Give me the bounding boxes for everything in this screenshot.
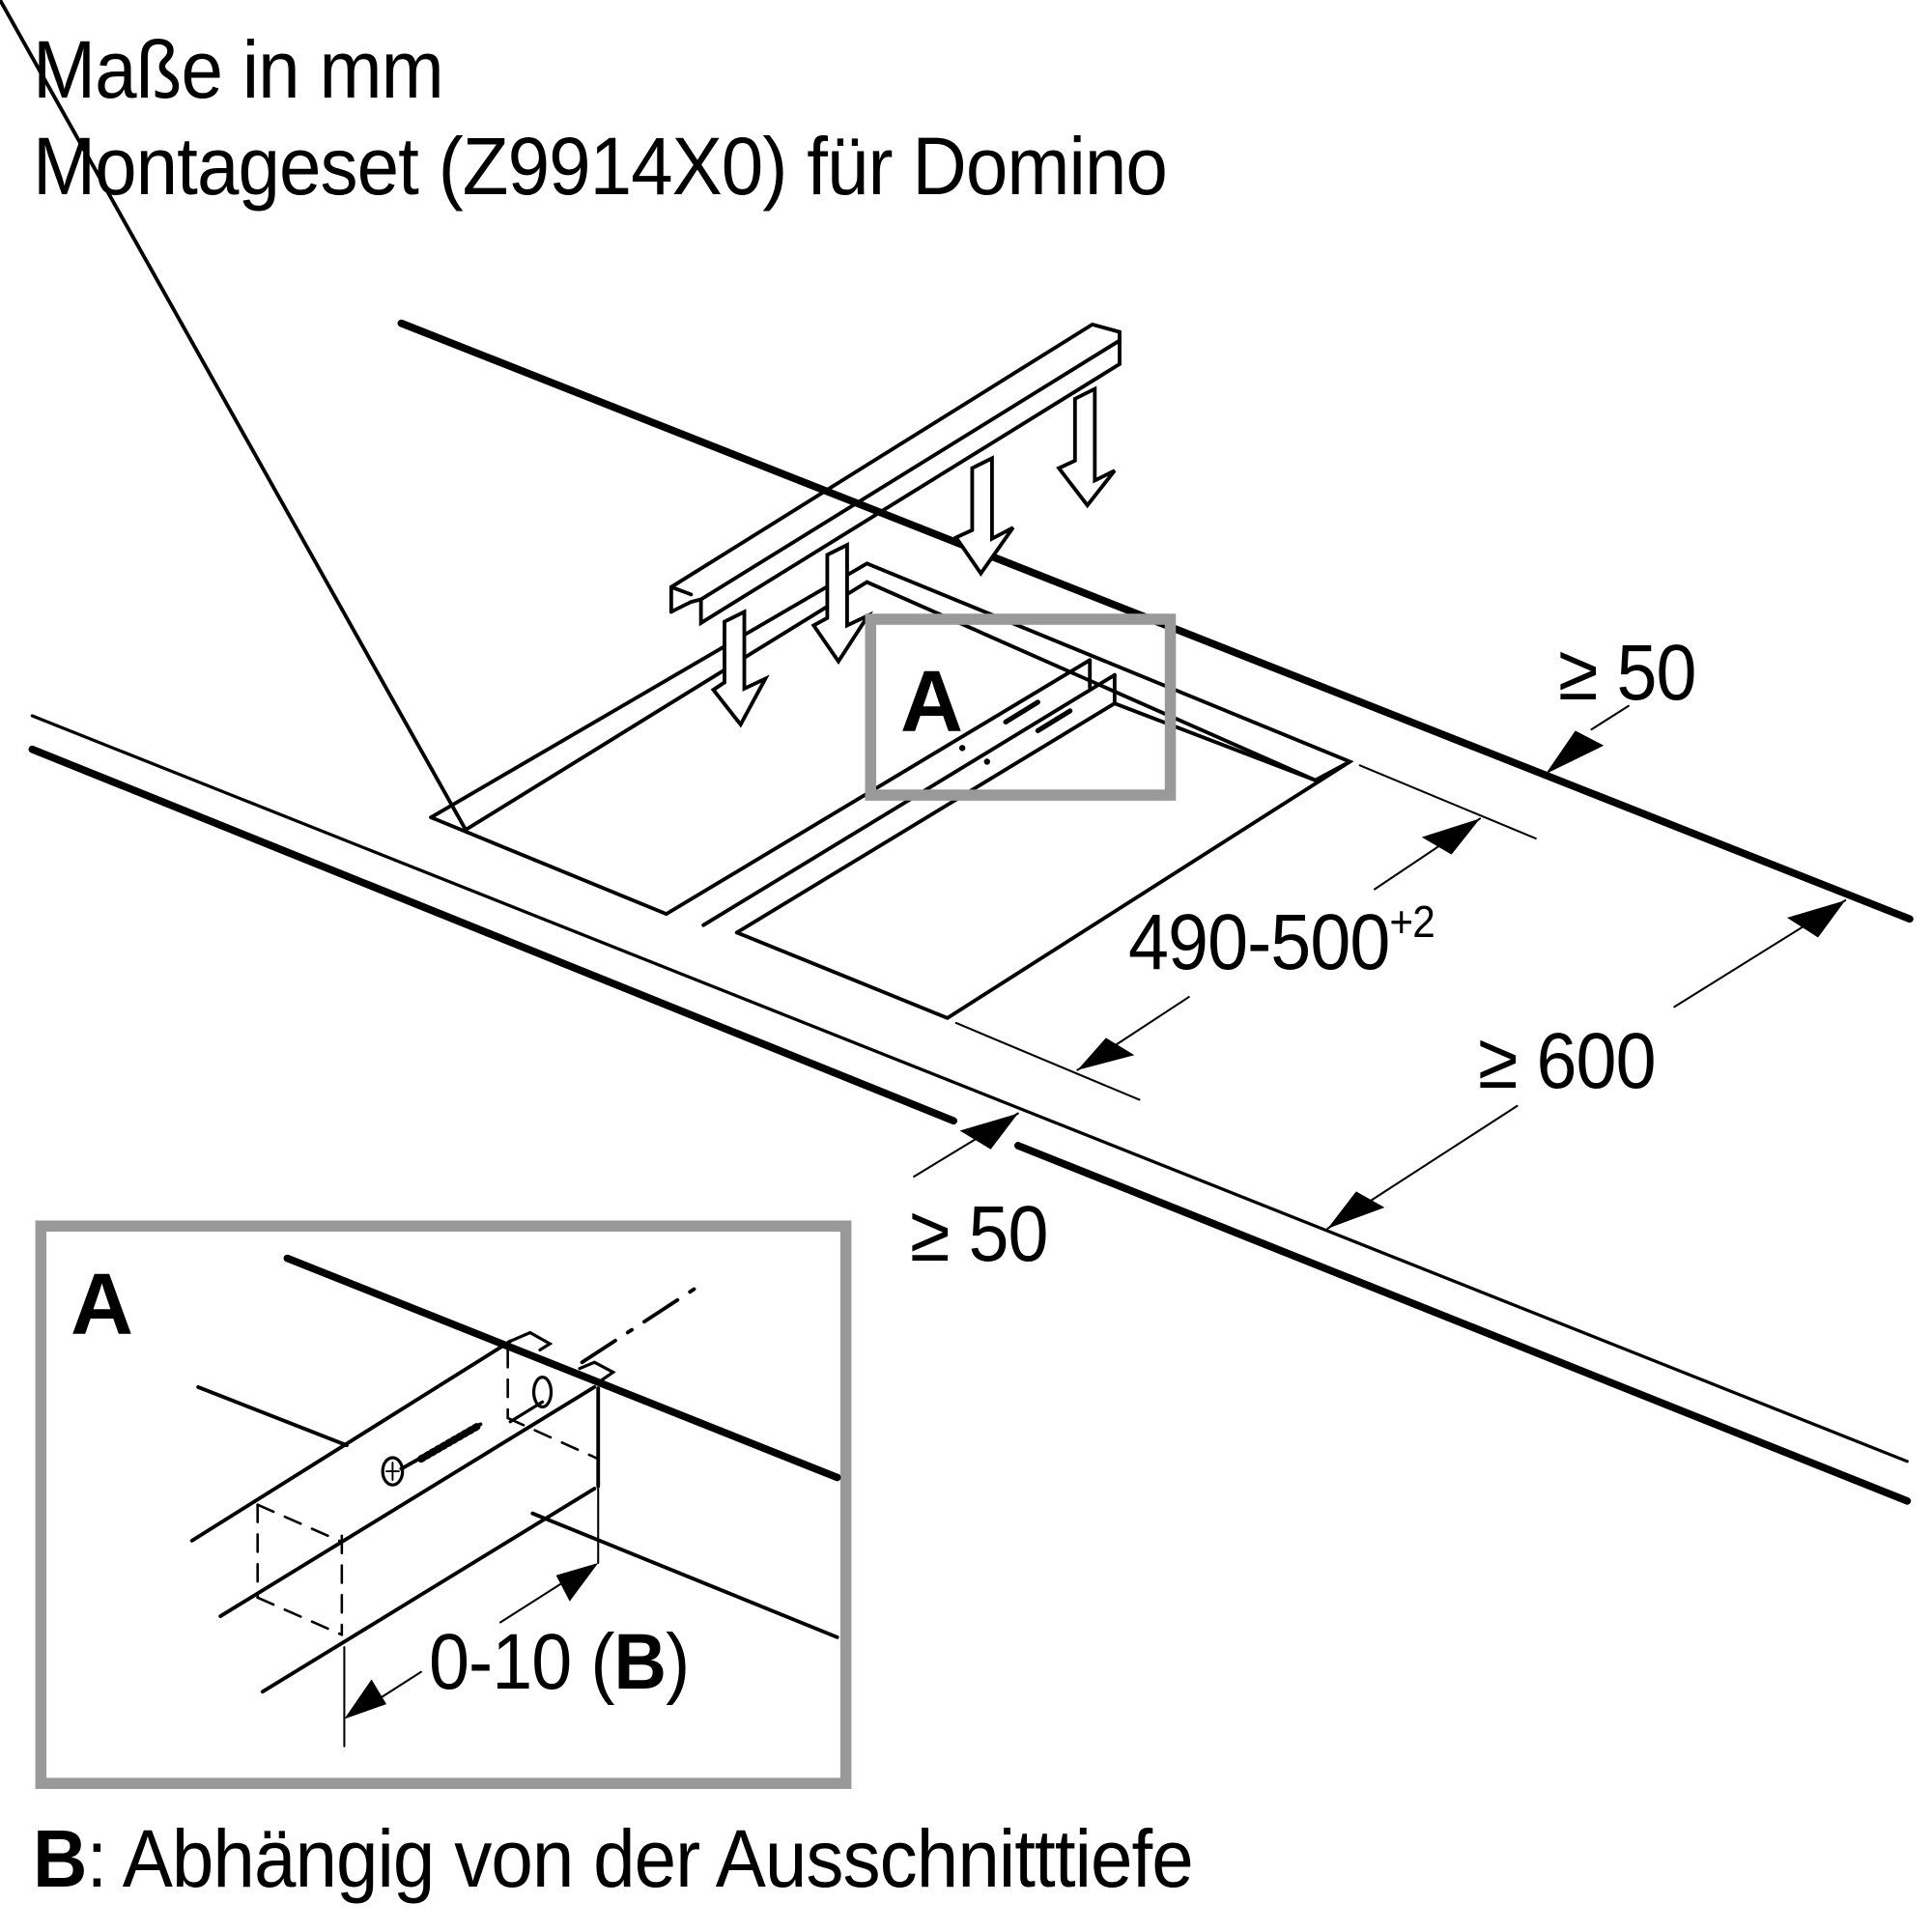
rear-gap-label: ≥ 50 bbox=[1558, 629, 1697, 717]
down-arrow-icon bbox=[810, 541, 874, 666]
footnote-text: : Abhängig von der Ausschnitttiefe bbox=[86, 1813, 1193, 1904]
callout-frame-a bbox=[865, 613, 1177, 801]
worktop-front-thick-edge-left bbox=[28, 745, 958, 1125]
worktop-front-thick-edge-right bbox=[1014, 1142, 1912, 1505]
title-units: Maße in mm bbox=[33, 24, 444, 115]
cutout-outline bbox=[0, 0, 1354, 1021]
worktop-depth-label: ≥ 600 bbox=[1478, 1017, 1657, 1105]
installed-mounting-rail bbox=[664, 658, 1318, 935]
down-arrow-icon bbox=[1056, 385, 1117, 509]
screw-icon bbox=[381, 1422, 483, 1487]
front-gap-label: ≥ 50 bbox=[910, 1190, 1049, 1278]
callout-label-a: A bbox=[900, 654, 963, 751]
dimension-arrowheads bbox=[959, 730, 1846, 1229]
detail-a-drawing bbox=[189, 1254, 841, 1747]
down-arrow-icons bbox=[710, 385, 1117, 728]
down-arrow-icon bbox=[710, 609, 770, 728]
offset-label: 0-10 (B) bbox=[429, 1618, 690, 1706]
footnote-key: B bbox=[33, 1813, 87, 1904]
offset-arrowheads bbox=[344, 1562, 599, 1719]
mounting-rail-profile bbox=[668, 322, 1122, 627]
footnote: B: Abhängig von der Ausschnitttiefe bbox=[33, 1818, 1194, 1899]
inset-label-a: A bbox=[71, 1257, 133, 1353]
title-product: Montageset (Z9914X0) für Domino bbox=[33, 121, 1168, 212]
down-arrow-icon bbox=[952, 455, 1015, 577]
worktop-front-thin-edge bbox=[30, 714, 1909, 1463]
cutout-depth-label: 490-500+2 bbox=[1128, 896, 1435, 986]
tolerance-superscript: +2 bbox=[1389, 896, 1435, 947]
